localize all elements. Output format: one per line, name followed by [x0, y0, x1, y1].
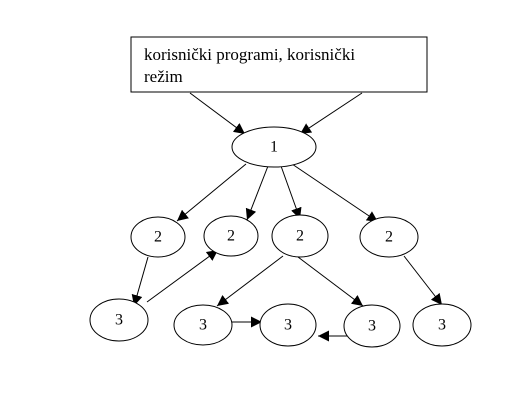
edge-box-to-1-right — [299, 92, 363, 135]
user-programs-box-line2: režim — [144, 67, 183, 86]
node-1-label: 1 — [270, 139, 278, 156]
edge-2c-to-3d — [297, 256, 364, 307]
node-3b: 3 — [173, 304, 233, 346]
edges — [131, 92, 443, 342]
node-2b: 2 — [203, 215, 259, 257]
node-3b-label: 3 — [199, 317, 207, 334]
node-2d: 2 — [359, 216, 419, 258]
user-programs-box-line1: korisnički programi, korisnički — [144, 45, 355, 64]
edge-1-to-2a — [176, 163, 247, 222]
user-programs-box: korisnički programi, korisnički režim — [130, 36, 428, 93]
node-3e-label: 3 — [438, 317, 446, 334]
edge-1-to-2b — [245, 165, 269, 221]
edge-2d-to-3e — [403, 255, 443, 306]
node-3a-label: 3 — [115, 312, 123, 329]
node-2c: 2 — [271, 214, 329, 258]
node-1: 1 — [231, 126, 317, 168]
edge-2a-to-3a — [131, 256, 149, 307]
node-3a: 3 — [89, 298, 149, 342]
user-programs-box-border — [130, 36, 428, 93]
edge-box-to-1-left — [189, 92, 246, 135]
node-2d-label: 2 — [385, 229, 393, 246]
node-3c-label: 3 — [284, 317, 292, 334]
node-3c: 3 — [259, 303, 317, 347]
edge-1-to-2c — [280, 165, 302, 220]
node-2c-label: 2 — [296, 228, 304, 245]
edge-3a-to-2b — [146, 249, 219, 303]
node-3d-label: 3 — [368, 318, 376, 335]
node-3d: 3 — [343, 304, 401, 348]
node-2a-label: 2 — [154, 229, 162, 246]
node-3e: 3 — [412, 303, 472, 347]
edge-1-to-2d — [291, 163, 379, 223]
edge-2c-to-3b — [216, 255, 284, 307]
node-2a: 2 — [130, 216, 186, 258]
node-2b-label: 2 — [227, 228, 235, 245]
